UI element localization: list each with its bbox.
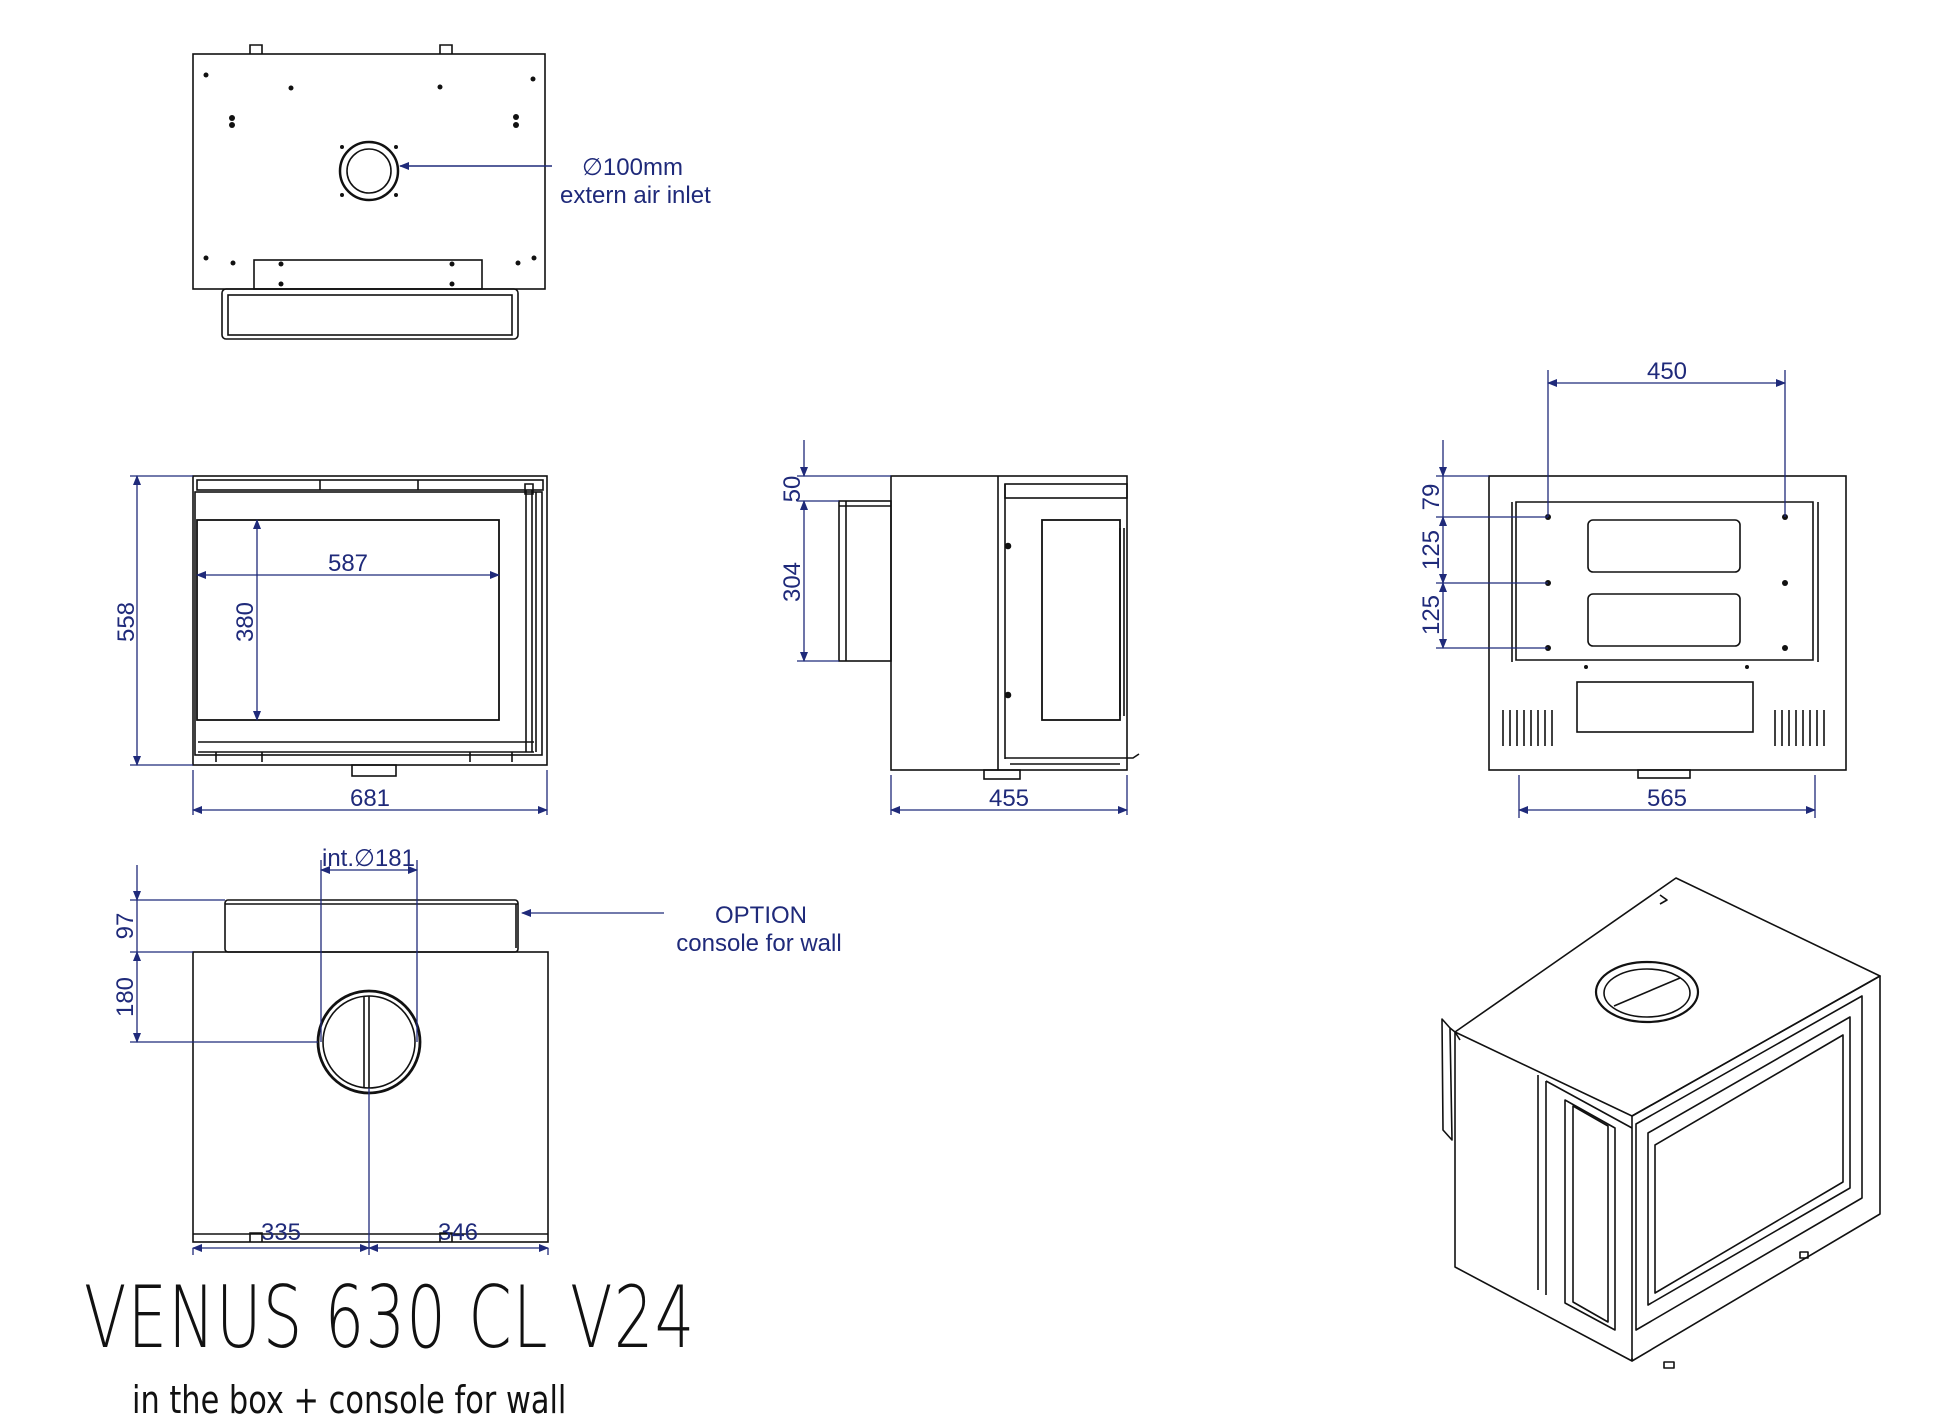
dim-back-spacing-1: 125: [1418, 530, 1445, 570]
drawing-title: VENUS 630 CL V24: [84, 1268, 696, 1368]
dim-side-depth: 455: [989, 785, 1029, 812]
top-view: [192, 44, 546, 340]
dim-top-left-to-flue: 335: [261, 1219, 301, 1246]
air-inlet-label: extern air inlet: [560, 182, 711, 209]
dim-top-flue-to-right: 346: [438, 1219, 478, 1246]
back-dimensions: [1436, 370, 1816, 818]
side-dimensions: [797, 440, 1128, 815]
option-callout: OPTION console for wall: [676, 902, 841, 957]
drawing-subtitle: in the box + console for wall: [132, 1378, 567, 1422]
front-view: [192, 475, 548, 777]
dim-glass-height: 380: [232, 602, 259, 642]
dim-front-height: 558: [113, 602, 140, 642]
dim-back-spacing-2: 125: [1418, 595, 1445, 635]
top-console-view: [192, 899, 549, 1243]
option-label: OPTION: [715, 902, 807, 929]
back-view: [1488, 475, 1847, 779]
dim-top-console-depth: 97: [112, 913, 139, 940]
air-inlet-callout: ∅100mm extern air inlet: [399, 154, 711, 209]
dim-back-width: 565: [1647, 785, 1687, 812]
dim-top-flue-offset: 180: [112, 977, 139, 1017]
dim-front-width: 681: [350, 785, 390, 812]
front-dimensions: [130, 475, 548, 815]
isometric-view: [1441, 877, 1881, 1369]
side-view: [838, 475, 1140, 780]
dim-side-console-height: 304: [779, 562, 806, 602]
console-label: console for wall: [676, 930, 841, 957]
dim-glass-width: 587: [328, 550, 368, 577]
dim-flue-diameter: int.∅181: [322, 845, 415, 872]
dim-back-bracket-span: 450: [1647, 358, 1687, 385]
dim-back-offset-top: 79: [1418, 484, 1445, 511]
top-console-dimensions: [130, 860, 664, 1255]
dim-side-top-offset: 50: [779, 476, 806, 503]
air-inlet-diameter: ∅100mm: [582, 154, 683, 181]
